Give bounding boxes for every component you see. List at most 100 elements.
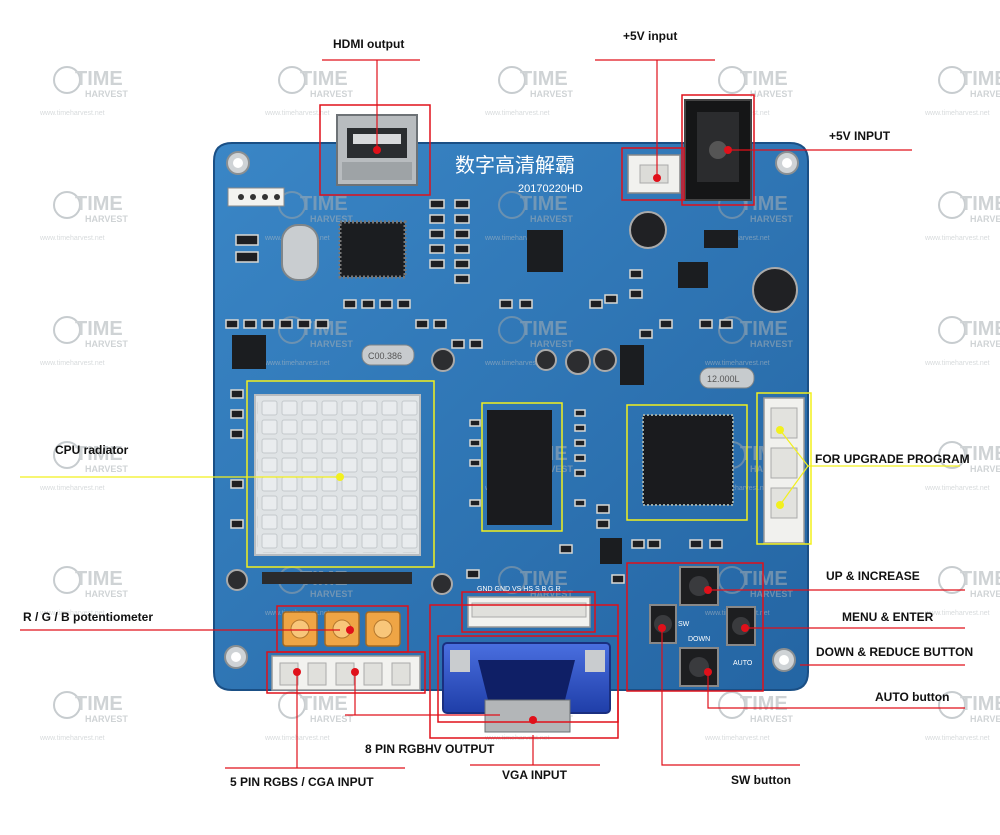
smd-part (574, 424, 586, 432)
smd-part (343, 299, 357, 309)
svg-text:HARVEST: HARVEST (970, 464, 1000, 474)
crystal-1-text: C00.386 (368, 351, 402, 361)
svg-text:TIME: TIME (75, 443, 123, 465)
hdmi-chip (338, 220, 407, 279)
svg-text:HARVEST: HARVEST (85, 714, 128, 724)
svg-text:www.timeharvest.net: www.timeharvest.net (924, 610, 990, 617)
svg-text:TIME: TIME (300, 68, 348, 90)
svg-text:TIME: TIME (740, 68, 788, 90)
smd-part (243, 319, 257, 329)
smd-part (454, 214, 470, 224)
board-revision: 20170220HD (518, 183, 583, 195)
smd-part (429, 259, 445, 269)
svg-text:TIME: TIME (960, 443, 1000, 465)
pin-header-top (227, 187, 285, 207)
svg-text:HARVEST: HARVEST (970, 714, 1000, 724)
svg-text:HARVEST: HARVEST (310, 339, 353, 349)
smd-part (433, 319, 447, 329)
smd-part (469, 419, 481, 427)
tactile-buttons: SW DOWN AUTO (649, 566, 756, 687)
svg-text:TIME: TIME (960, 693, 1000, 715)
label-upgrade-program: FOR UPGRADE PROGRAM (815, 452, 970, 466)
svg-text:HARVEST: HARVEST (530, 89, 573, 99)
smd-part (709, 539, 723, 549)
smd-part (574, 469, 586, 477)
smd-part (574, 439, 586, 447)
svg-text:TIME: TIME (75, 68, 123, 90)
sw-silk-text: SW (678, 621, 690, 628)
svg-text:HARVEST: HARVEST (310, 714, 353, 724)
svg-text:HARVEST: HARVEST (530, 339, 573, 349)
svg-text:TIME: TIME (740, 693, 788, 715)
svg-text:HARVEST: HARVEST (970, 214, 1000, 224)
svg-text:TIME: TIME (75, 568, 123, 590)
smd-part (596, 519, 610, 529)
svg-text:www.timeharvest.net: www.timeharvest.net (39, 360, 105, 367)
svg-text:www.timeharvest.net: www.timeharvest.net (704, 735, 770, 742)
label-up-increase: UP & INCREASE (826, 569, 920, 583)
smd-part (519, 299, 533, 309)
power-connector-white (627, 154, 681, 194)
label-menu-enter: MENU & ENTER (842, 610, 934, 624)
svg-text:www.timeharvest.net: www.timeharvest.net (704, 360, 770, 367)
smd-part (429, 244, 445, 254)
svg-text:TIME: TIME (740, 318, 788, 340)
smd-part (235, 251, 259, 263)
svg-text:TIME: TIME (960, 68, 1000, 90)
smd-part (397, 299, 411, 309)
smd-part (689, 539, 703, 549)
smd-part (719, 319, 733, 329)
smd-part (230, 429, 244, 439)
label-rgbs-cga-input: 5 PIN RGBS / CGA INPUT (230, 775, 374, 789)
svg-text:HARVEST: HARVEST (85, 464, 128, 474)
svg-text:HARVEST: HARVEST (750, 89, 793, 99)
smd-part (235, 234, 259, 246)
label-5v-input: +5V input (623, 29, 678, 43)
svg-text:HARVEST: HARVEST (750, 589, 793, 599)
smd-part (469, 499, 481, 507)
mcu-chip (642, 414, 734, 506)
smd-part (230, 479, 244, 489)
smd-part (466, 569, 480, 579)
svg-text:HARVEST: HARVEST (85, 589, 128, 599)
label-down-reduce: DOWN & REDUCE BUTTON (816, 645, 974, 659)
smd-part (361, 299, 375, 309)
svg-text:TIME: TIME (520, 68, 568, 90)
pin-strip (262, 572, 412, 584)
svg-text:www.timeharvest.net: www.timeharvest.net (264, 110, 330, 117)
smd-part (629, 269, 643, 279)
label-5v-input-caps: +5V INPUT (829, 129, 891, 143)
label-auto-button: AUTO button (875, 690, 950, 704)
svg-text:www.timeharvest.net: www.timeharvest.net (484, 110, 550, 117)
smd-part (639, 329, 653, 339)
smd-part (454, 229, 470, 239)
header-pin-labels: GND GND VS HS S B G R (477, 586, 561, 593)
down-silk-text: DOWN (688, 636, 710, 643)
smd-part (451, 339, 465, 349)
auto-silk-text: AUTO (733, 660, 753, 667)
smd-part (230, 409, 244, 419)
svg-text:HARVEST: HARVEST (310, 214, 353, 224)
svg-text:TIME: TIME (520, 568, 568, 590)
vga-connector (442, 642, 611, 733)
svg-text:www.timeharvest.net: www.timeharvest.net (924, 735, 990, 742)
smd-part (469, 339, 483, 349)
svg-text:HARVEST: HARVEST (530, 214, 573, 224)
rgb-potentiometers (282, 611, 401, 647)
smd-part (596, 504, 610, 514)
mounting-holes (224, 151, 799, 672)
smd-part (315, 319, 329, 329)
svg-text:TIME: TIME (75, 193, 123, 215)
